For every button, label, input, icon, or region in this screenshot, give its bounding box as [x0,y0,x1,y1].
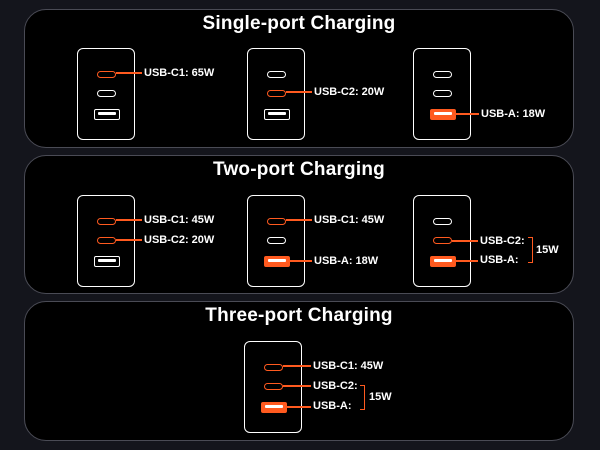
port-label: USB-C1: 45W [144,214,215,226]
panel-single-port: Single-port Charging USB-C1: 65W USB-C2:… [24,9,574,148]
usb-c1-port [97,71,116,78]
charger-2 [247,48,305,140]
port-label: USB-A: 18W [314,255,379,267]
panel-two-port: Two-port Charging USB-C1: 45W USB-C2: 20… [24,155,574,294]
port-label: USB-A: [313,400,352,412]
usb-c2-port [433,90,452,97]
shared-power-label: 15W [536,244,559,256]
callout-line [283,365,311,367]
usb-c2-port [267,90,286,97]
callout-line [283,385,311,387]
port-label: USB-C1: 45W [314,214,385,226]
usb-c1-port [267,71,286,78]
charger-1 [244,341,302,433]
port-label: USB-A: [480,254,519,266]
usb-a-port [94,109,120,120]
port-label: USB-A: 18W [481,108,546,120]
panel-three-port: Three-port Charging USB-C1: 45W USB-C2: … [24,301,574,441]
usb-c1-port [433,218,452,225]
charger-1 [77,195,135,287]
panel-title: Three-port Charging [205,305,393,326]
callout-line [116,72,142,74]
usb-a-port [430,109,456,120]
usb-c1-port [433,71,452,78]
port-label: USB-C1: 45W [313,360,384,372]
usb-c1-port [264,364,283,371]
usb-a-port [430,256,456,267]
usb-c2-port [97,237,116,244]
usb-c2-port [97,90,116,97]
usb-c2-port [264,383,283,390]
port-label: USB-C2: 20W [144,234,215,246]
port-label: USB-C2: [313,380,358,392]
charger-1 [77,48,135,140]
usb-a-port [264,109,290,120]
panel-title: Single-port Charging [202,13,396,34]
usb-c1-port [267,218,286,225]
shared-bracket [528,237,533,263]
callout-line [286,406,311,408]
callout-line [286,91,312,93]
shared-power-label: 15W [369,391,392,403]
callout-line [455,113,479,115]
shared-bracket [360,385,365,410]
charger-3 [413,48,471,140]
port-label: USB-C1: 65W [144,67,215,79]
port-label: USB-C2: 20W [314,86,385,98]
callout-line [289,260,312,262]
usb-a-port [264,256,290,267]
callout-line [286,219,312,221]
panel-title: Two-port Charging [213,159,385,180]
charger-2 [247,195,305,287]
usb-c2-port [267,237,286,244]
port-label: USB-C2: [480,235,525,247]
usb-a-port [261,402,287,413]
callout-line [116,219,142,221]
callout-line [455,260,478,262]
usb-c1-port [97,218,116,225]
callout-line [452,240,478,242]
usb-a-port [94,256,120,267]
callout-line [116,239,142,241]
usb-c2-port [433,237,452,244]
